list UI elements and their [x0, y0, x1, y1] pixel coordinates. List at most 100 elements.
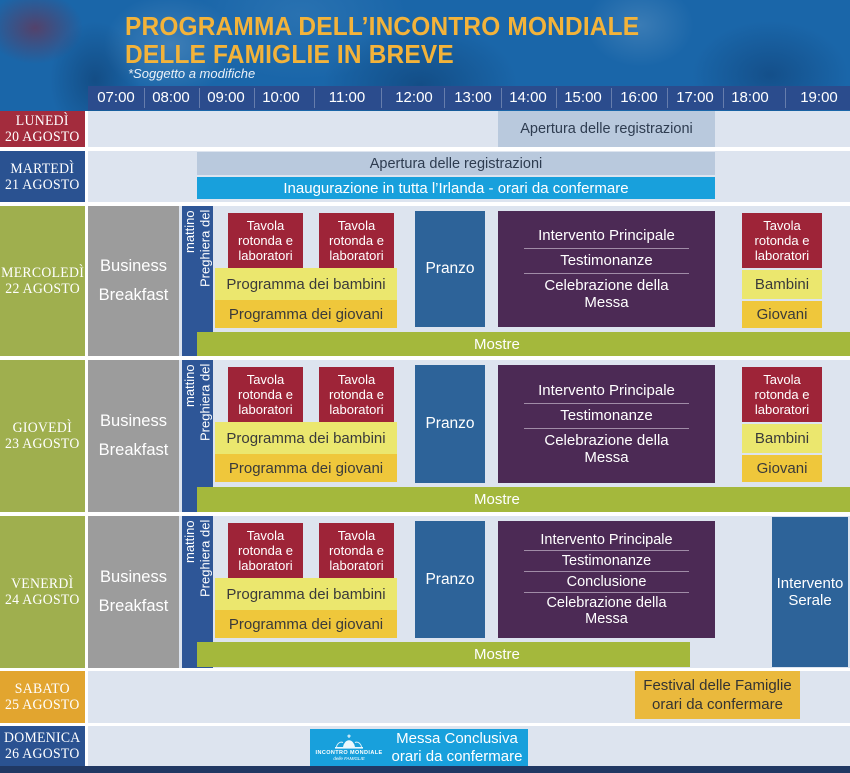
day-label-venerdi: VENERDÌ 24 AGOSTO [0, 516, 85, 668]
event-label: Bambini [754, 430, 810, 447]
event-label: Intervento Principale [540, 532, 673, 548]
time-axis-divider [501, 88, 502, 108]
event-label: Apertura delle registrazioni [520, 121, 693, 137]
event-tavola-rotonda-sera-giovedi: Tavola rotonda e laboratori [742, 367, 822, 422]
event-bambini-mercoledi: Bambini [742, 270, 822, 299]
event-tavola-rotonda-1-mercoledi: Tavola rotonda e laboratori [228, 213, 303, 268]
time-label: 15:00 [564, 89, 602, 106]
time-axis-divider [381, 88, 382, 108]
event-apertura-lunedi: Apertura delle registrazioni [498, 111, 715, 147]
event-tavola-rotonda-2-mercoledi: Tavola rotonda e laboratori [319, 213, 394, 268]
time-axis-divider [444, 88, 445, 108]
event-label: Testimonanze [524, 402, 689, 428]
time-axis-divider [611, 88, 612, 108]
event-label: Programma dei bambini [226, 429, 386, 447]
time-label: 13:00 [454, 89, 492, 106]
event-label: Intervento Serale [776, 575, 844, 609]
event-label: Mostre [474, 646, 520, 663]
time-label: 08:00 [152, 89, 190, 106]
day-label-text: SABATO 25 AGOSTO [5, 681, 80, 713]
event-label: Celebrazione della Messa [524, 427, 689, 470]
event-business-breakfast-mercoledi: Business Breakfast [88, 206, 179, 356]
event-tavola-rotonda-1-giovedi: Tavola rotonda e laboratori [228, 367, 303, 422]
event-label: Messa Conclusiva orari da confermare [391, 729, 523, 765]
event-label: Celebrazione della Messa [524, 592, 689, 629]
time-axis-divider [723, 88, 724, 108]
page-title: PROGRAMMA DELL’INCONTRO MONDIALE DELLE F… [125, 11, 640, 69]
event-label: Mostre [474, 491, 520, 508]
event-tavola-rotonda-2-venerdi: Tavola rotonda e laboratori [319, 523, 394, 578]
event-label: Pranzo [425, 260, 475, 277]
time-axis-divider [785, 88, 786, 108]
event-messa-conclusiva: INCONTRO MONDIALE delle FAMIGLIE Messa C… [310, 729, 528, 766]
event-label: Tavola rotonda e laboratori [238, 218, 293, 263]
event-label: Festival delle Famiglie orari da conferm… [643, 677, 792, 713]
time-axis-divider [144, 88, 145, 108]
time-axis-divider [556, 88, 557, 108]
event-preghiera-mercoledi: Preghiera del mattino [182, 206, 213, 356]
row-lunedi [88, 111, 850, 147]
event-programma-bambini-mercoledi: Programma dei bambini [215, 268, 397, 300]
event-programma-giovani-giovedi: Programma dei giovani [215, 454, 397, 482]
day-label-text: MARTEDÌ 21 AGOSTO [5, 160, 80, 193]
event-pomeriggio-giovedi: Intervento Principale Testimonanze Celeb… [498, 365, 715, 483]
event-programma-giovani-mercoledi: Programma dei giovani [215, 300, 397, 328]
event-pomeriggio-venerdi: Intervento Principale Testimonanze Concl… [498, 521, 715, 638]
logo-text: delle FAMIGLIE [333, 756, 365, 761]
time-axis-divider [199, 88, 200, 108]
time-label: 11:00 [328, 89, 366, 106]
time-axis-divider [667, 88, 668, 108]
event-label: Inaugurazione in tutta l’Irlanda - orari… [283, 179, 629, 197]
wmof-logo: INCONTRO MONDIALE delle FAMIGLIE [316, 734, 383, 762]
event-giovani-mercoledi: Giovani [742, 301, 822, 328]
event-label: Testimonanze [524, 550, 689, 571]
logo-text: INCONTRO MONDIALE [315, 749, 383, 756]
event-programma-bambini-venerdi: Programma dei bambini [215, 578, 397, 610]
time-label: 10:00 [262, 89, 300, 106]
event-label: Tavola rotonda e laboratori [238, 528, 293, 573]
event-label: Conclusione [524, 571, 689, 592]
event-label: Pranzo [425, 415, 475, 432]
time-label: 12:00 [395, 89, 433, 106]
event-label: Pranzo [425, 570, 475, 588]
day-label-giovedi: GIOVEDÌ 23 AGOSTO [0, 360, 85, 512]
event-label: Tavola rotonda e laboratori [754, 372, 810, 417]
event-label: Bambini [754, 276, 810, 293]
time-axis-divider [314, 88, 315, 108]
event-label: Programma dei giovani [228, 305, 384, 323]
event-label: Testimonanze [524, 247, 689, 273]
event-label: Apertura delle registrazioni [369, 155, 543, 172]
time-label: 07:00 [97, 89, 135, 106]
day-label-lunedi: LUNEDÌ 20 AGOSTO [0, 111, 85, 147]
event-label: Celebrazione della Messa [524, 272, 689, 315]
event-giovani-giovedi: Giovani [742, 455, 822, 482]
header-photo-banner: PROGRAMMA DELL’INCONTRO MONDIALE DELLE F… [0, 0, 850, 111]
event-label: Intervento Principale [538, 227, 675, 244]
time-axis-divider [254, 88, 255, 108]
event-preghiera-giovedi: Preghiera del mattino [182, 360, 213, 512]
event-festival-famiglie: Festival delle Famiglie orari da conferm… [635, 671, 800, 719]
day-label-sabato: SABATO 25 AGOSTO [0, 671, 85, 723]
event-tavola-rotonda-2-giovedi: Tavola rotonda e laboratori [319, 367, 394, 422]
event-label: Tavola rotonda e laboratori [754, 218, 810, 263]
event-tavola-rotonda-1-venerdi: Tavola rotonda e laboratori [228, 523, 303, 578]
event-mostre-venerdi: Mostre [197, 642, 690, 667]
time-label: 18:00 [731, 89, 769, 106]
event-pranzo-mercoledi: Pranzo [415, 211, 485, 327]
event-label: Programma dei bambini [226, 585, 386, 603]
event-label: Tavola rotonda e laboratori [238, 372, 293, 417]
time-label: 16:00 [620, 89, 658, 106]
event-label: Giovani [756, 306, 808, 323]
event-label: Tavola rotonda e laboratori [329, 372, 384, 417]
event-programma-giovani-venerdi: Programma dei giovani [215, 610, 397, 638]
event-apertura-martedi: Apertura delle registrazioni [197, 152, 715, 175]
event-label: Business Breakfast [98, 412, 169, 459]
time-label: 17:00 [676, 89, 714, 106]
day-label-domenica: DOMENICA 26 AGOSTO [0, 726, 85, 766]
event-mostre-giovedi: Mostre [197, 487, 850, 512]
event-programma-bambini-giovedi: Programma dei bambini [215, 422, 397, 454]
event-intervento-serale: Intervento Serale [772, 517, 848, 667]
event-business-breakfast-venerdi: Business Breakfast [88, 516, 179, 668]
